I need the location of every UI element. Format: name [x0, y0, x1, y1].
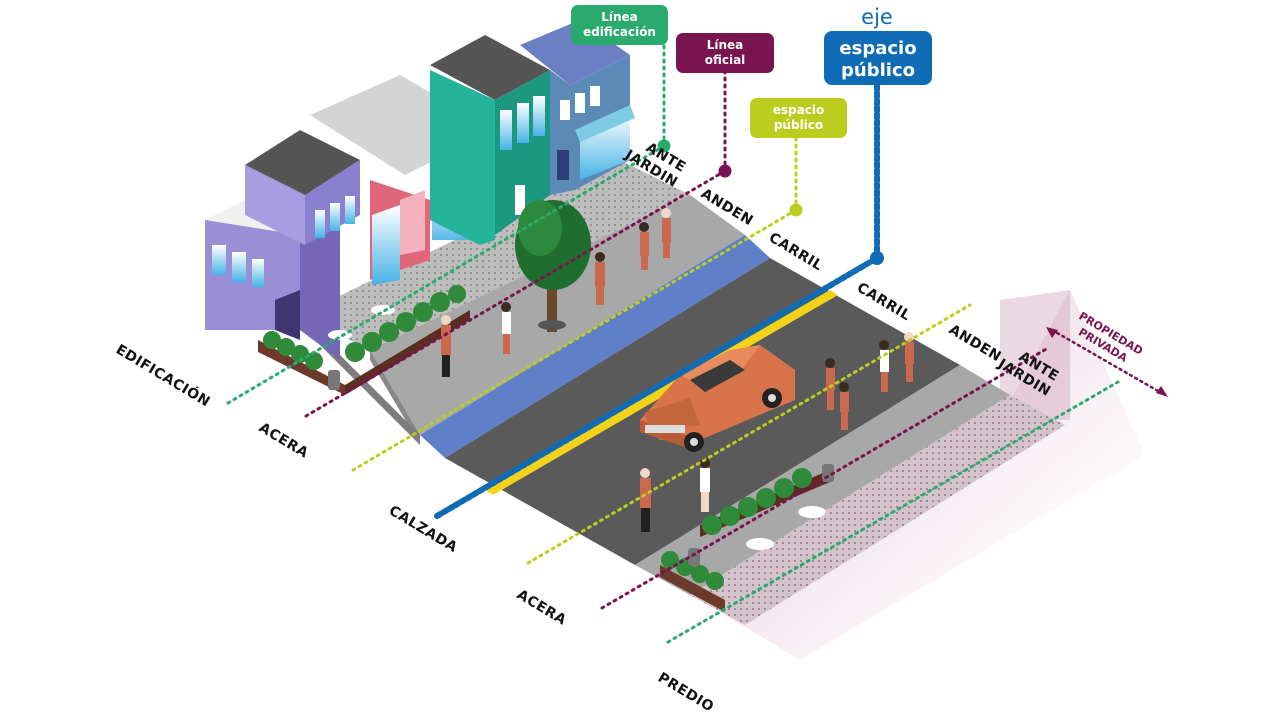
label-anden-right: ANDEN — [946, 322, 1004, 366]
cafe-table-icon — [798, 506, 826, 518]
svg-text:eje: eje — [861, 5, 893, 29]
pedestrian-icon — [879, 340, 889, 392]
svg-text:edificación: edificación — [583, 25, 656, 39]
tree-icon — [515, 200, 591, 332]
left-planters — [258, 285, 470, 395]
pedestrian-icon — [595, 252, 605, 305]
svg-text:Línea: Línea — [601, 10, 638, 24]
pedestrian-icon — [639, 222, 649, 270]
pedestrian-icon — [441, 315, 451, 377]
private-property-arrow — [1050, 328, 1167, 397]
label-edificacion: EDIFICACIÓN — [113, 340, 214, 410]
label-predio: PREDIO — [655, 670, 717, 716]
pedestrian-icon — [501, 302, 511, 354]
buildings — [205, 20, 635, 360]
callout-eje-espacio-publico: eje espacio público — [824, 5, 932, 85]
pedestrian-icon — [661, 208, 671, 258]
car-icon — [640, 345, 795, 452]
pedestrians — [441, 208, 914, 532]
callout-linea-oficial: Línea oficial — [676, 33, 774, 73]
building-line-right — [666, 380, 1120, 644]
pedestrian-icon — [839, 382, 849, 430]
pedestrian-icon — [700, 458, 710, 512]
svg-text:público: público — [774, 118, 823, 132]
building-line-left — [226, 144, 666, 405]
label-acera-left: ACERA — [256, 420, 311, 462]
public-space-axis — [434, 255, 880, 519]
public-space-line-right — [526, 303, 972, 565]
svg-text:espacio: espacio — [839, 38, 916, 59]
bike-lane — [420, 235, 770, 458]
svg-text:espacio: espacio — [773, 103, 824, 117]
cafe-table-icon — [746, 538, 774, 550]
callout-espacio-publico: espacio público — [750, 98, 847, 138]
svg-text:Línea: Línea — [707, 38, 744, 52]
reference-lines — [226, 43, 1167, 644]
svg-text:público: público — [841, 60, 915, 81]
pedestrian-icon — [640, 468, 651, 532]
center-line — [485, 290, 838, 495]
public-space-line-left — [351, 208, 798, 472]
callout-linea-edificacion: Línea edificación — [571, 5, 668, 45]
official-line-right — [600, 346, 1050, 610]
reference-markers — [657, 139, 1168, 397]
left-sidewalk — [370, 195, 745, 435]
cafe-table-icon — [371, 305, 395, 315]
label-acera-right: ACERA — [514, 587, 569, 629]
pedestrian-icon — [825, 358, 835, 410]
svg-text:oficial: oficial — [705, 53, 746, 67]
cafe-table-icon — [328, 330, 352, 340]
